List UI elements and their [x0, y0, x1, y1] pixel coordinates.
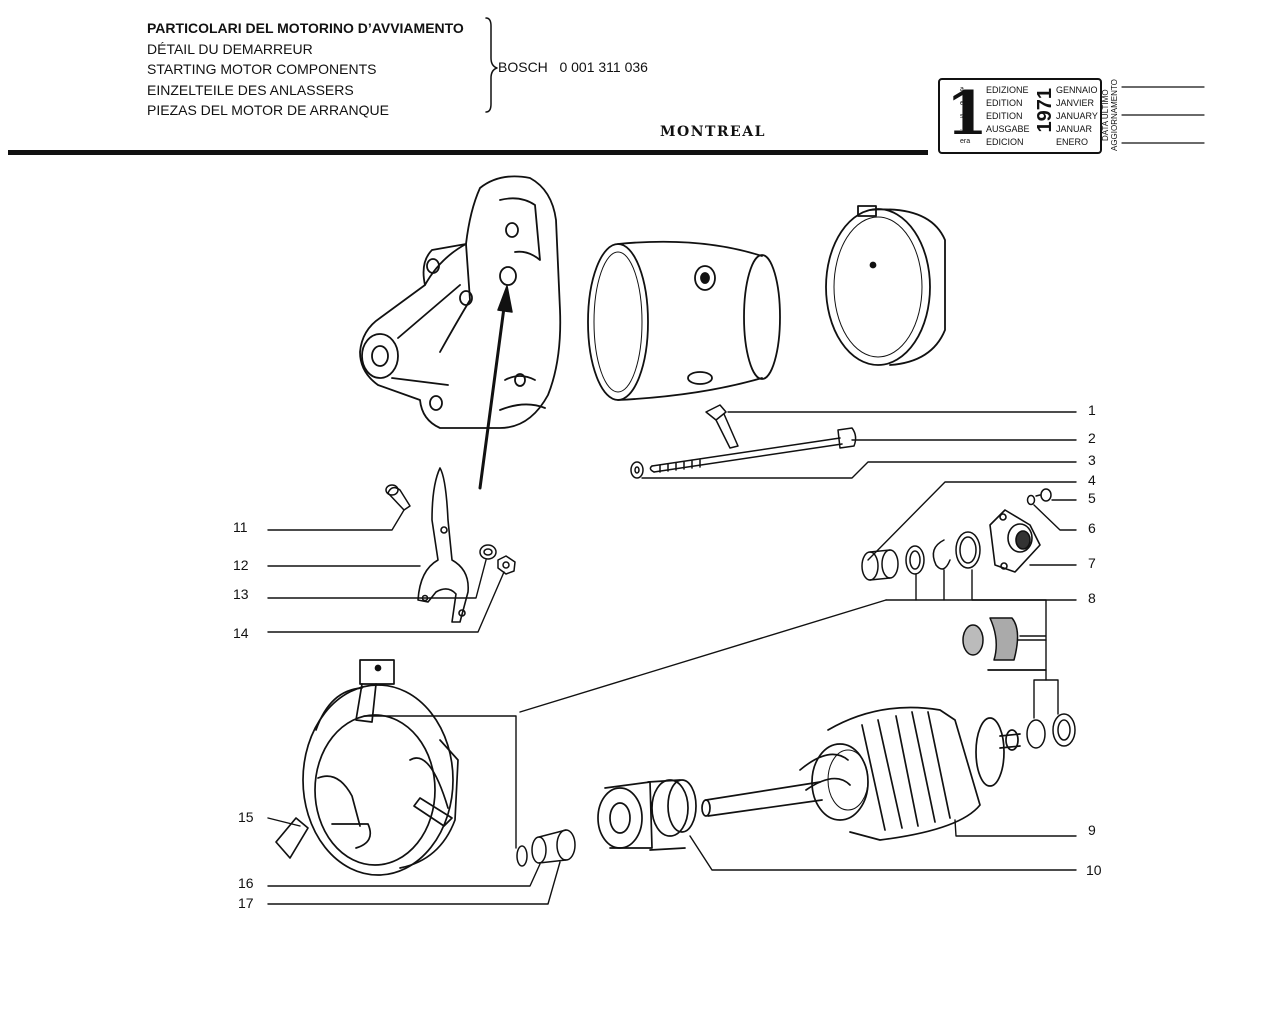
title-french: DÉTAIL DU DEMARREUR [147, 40, 313, 57]
title-italian: PARTICOLARI DEL MOTORINO D’AVVIAMENTO [147, 20, 464, 36]
title-block: PARTICOLARI DEL MOTORINO D’AVVIAMENTO DÉ… [147, 18, 464, 121]
leader-lines [267, 411, 1077, 905]
stator-yoke [587, 240, 781, 401]
callout-9: 9 [1088, 822, 1096, 838]
model-name: MONTREAL [660, 124, 766, 140]
edition-suffix: st [960, 113, 966, 120]
callout-2: 2 [1088, 430, 1096, 446]
part-13-washer [479, 544, 497, 560]
part-15-commutator-end [275, 659, 459, 876]
part-9-armature [701, 706, 1021, 841]
callout-3: 3 [1088, 452, 1096, 468]
callout-5: 5 [1088, 490, 1096, 506]
callout-10: 10 [1086, 862, 1102, 878]
part-14-nut [497, 555, 516, 575]
edition-suffix: ere [960, 100, 971, 107]
title-brace [485, 17, 498, 113]
callout-6: 6 [1088, 520, 1096, 536]
title-english: STARTING MOTOR COMPONENTS [147, 61, 377, 77]
callout-4: 4 [1088, 472, 1096, 488]
title-german: EINZELTEILE DES ANLASSERS [147, 81, 354, 98]
header-rule [8, 150, 928, 155]
edition-month: ENERO [1056, 137, 1089, 147]
part-8-shims [1026, 713, 1076, 749]
callout-8: 8 [1088, 590, 1096, 606]
title-spanish: PIEZAS DEL MOTOR DE ARRANQUE [147, 102, 389, 118]
part-1-screw [705, 404, 739, 449]
edition-month: JANUARY [1056, 111, 1098, 121]
part-reference: BOSCH 0 001 311 036 [498, 59, 648, 75]
edition-suffix: era [960, 138, 971, 145]
assembly-arrow-shaft [478, 298, 507, 490]
part-12-engagement-lever [417, 467, 469, 623]
callout-11: 11 [233, 519, 248, 535]
callout-12: 12 [233, 557, 249, 573]
part-8-cap [962, 624, 984, 656]
part-8-plate [989, 617, 1019, 661]
edition-box: 1 a ere st . era EDIZIONE EDITION EDITIO… [938, 78, 1102, 154]
edition-label: EDIZIONE [986, 85, 1029, 95]
edition-month: GENNAIO [1056, 85, 1098, 95]
drive-end-housing [359, 175, 562, 429]
edition-month: JANUAR [1056, 124, 1093, 134]
callout-1: 1 [1088, 402, 1096, 418]
callout-15: 15 [238, 809, 254, 825]
edition-label: EDITION [986, 98, 1023, 108]
assembly-arrow-head [497, 285, 513, 313]
part-8-ring-b [955, 531, 981, 569]
edition-label: AUSGABE [986, 124, 1030, 134]
edition-month: JANVIER [1056, 98, 1095, 108]
part-2-through-bolt [649, 427, 857, 473]
part-17-bush [531, 829, 576, 864]
callout-17: 17 [238, 895, 254, 911]
part-10-pinion-drive [597, 779, 697, 851]
edition-label: EDITION [986, 111, 1023, 121]
callout-7: 7 [1088, 555, 1096, 571]
edition-label: EDICION [986, 137, 1024, 147]
part-6-washer [1026, 494, 1036, 506]
part-16-ring [516, 845, 528, 867]
part-3-washer [630, 461, 644, 479]
edition-suffix: . [960, 125, 962, 132]
callout-16: 16 [238, 875, 254, 891]
part-8-ring-a [905, 545, 925, 575]
part-5-screw [1035, 488, 1052, 502]
part-4-bush [861, 549, 899, 581]
edition-number: 1 [946, 79, 988, 149]
band-cover [825, 205, 946, 366]
callout-13: 13 [233, 586, 249, 602]
callout-14: 14 [233, 625, 249, 641]
part-7-end-plate [989, 509, 1041, 573]
part-11-screw [385, 484, 411, 511]
callout-numbers: 1 2 3 4 5 6 7 8 9 10 11 12 13 14 15 16 1… [233, 402, 1102, 911]
update-lines [1121, 86, 1205, 144]
edition-suffix: a [960, 86, 964, 93]
part-8-clip [932, 539, 951, 570]
